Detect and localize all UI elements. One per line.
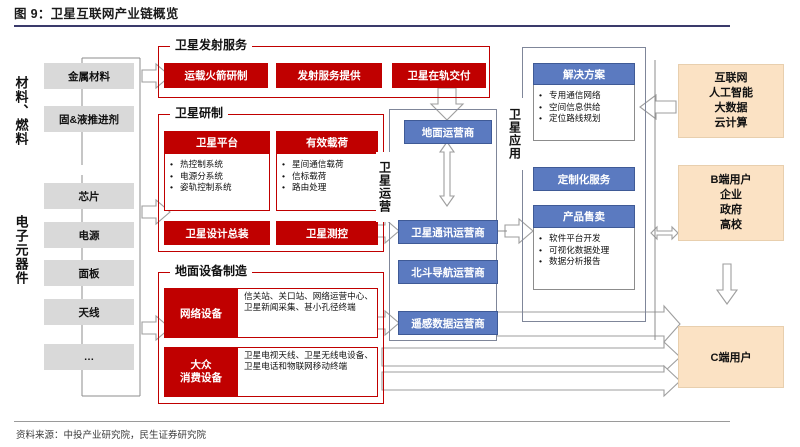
platform-bullet-1: 电源分系统 xyxy=(170,171,268,183)
solution-bullet-0: 专用通信网络 xyxy=(539,90,633,102)
c-side-line-0: C端用户 xyxy=(710,352,752,364)
application-solution-bullets: 专用通信网络 空间信息供给 定位路线规划 xyxy=(533,87,635,139)
application-product-sales-bullets: 软件平台开发 可视化数据处理 数据分析报告 xyxy=(533,230,635,288)
upstream-item-metal[interactable]: 金属材料 xyxy=(44,63,134,89)
payload-bullet-1: 信标载荷 xyxy=(282,171,376,183)
operations-vertical-label: 卫星运营 xyxy=(376,152,394,222)
sales-bullet-0: 软件平台开发 xyxy=(539,233,633,245)
launch-item-orbit-delivery[interactable]: 卫星在轨交付 xyxy=(392,63,486,88)
tech-line-2: 大数据 xyxy=(714,102,748,114)
manufacture-design-assembly[interactable]: 卫星设计总装 xyxy=(164,221,270,245)
manufacture-tt-and-c[interactable]: 卫星测控 xyxy=(276,221,378,245)
manufacture-payload-header[interactable]: 有效载荷 xyxy=(276,131,378,154)
upstream-item-chip[interactable]: 芯片 xyxy=(44,183,134,209)
footer-divider xyxy=(14,421,730,422)
solution-bullet-2: 定位路线规划 xyxy=(539,113,633,125)
b-side-line-3: 高校 xyxy=(720,219,742,231)
platform-bullet-2: 姿轨控制系统 xyxy=(170,182,268,194)
ground-consumer-name-line2: 消费设备 xyxy=(180,372,222,384)
application-vertical-label: 卫星应用 xyxy=(506,98,524,170)
upstream-item-antenna[interactable]: 天线 xyxy=(44,299,134,325)
manufacture-platform-bullets: 热控制系统 电源分系统 姿轨控制系统 xyxy=(164,156,270,210)
ground-network-desc: 信关站、关口站、网络运营中心、卫星新闻采集、甚小孔径终端 xyxy=(244,291,373,313)
upstream-item-power[interactable]: 电源 xyxy=(44,222,134,248)
b-side-line-0: B端用户 xyxy=(710,174,752,186)
application-custom-service[interactable]: 定制化服务 xyxy=(533,167,635,191)
upstream-label-materials: 材料、燃料 xyxy=(13,76,29,146)
launch-item-rocket-rd[interactable]: 运载火箭研制 xyxy=(164,63,268,88)
application-product-sales-header[interactable]: 产品售卖 xyxy=(533,205,635,228)
b-side-line-1: 企业 xyxy=(720,189,742,201)
payload-bullet-0: 星间通信载荷 xyxy=(282,159,376,171)
group-launch-services xyxy=(158,46,490,98)
tech-line-3: 云计算 xyxy=(714,117,748,129)
payload-bullet-2: 路由处理 xyxy=(282,182,376,194)
upstream-item-more[interactable]: … xyxy=(44,344,134,370)
source-note: 资料来源：中投产业研究院，民生证券研究院 xyxy=(16,430,207,441)
page-title: 图 9：卫星互联网产业链概览 xyxy=(14,6,786,22)
tech-line-1: 人工智能 xyxy=(709,87,753,99)
operations-beidou-operator[interactable]: 北斗导航运营商 xyxy=(398,260,498,284)
operations-remote-sensing-operator[interactable]: 遥感数据运营商 xyxy=(398,311,498,335)
application-solution-header[interactable]: 解决方案 xyxy=(533,63,635,85)
title-divider xyxy=(14,25,730,27)
operations-ground-operator[interactable]: 地面运营商 xyxy=(404,120,492,144)
launch-item-launch-service[interactable]: 发射服务提供 xyxy=(276,63,382,88)
group-launch-services-label: 卫星发射服务 xyxy=(170,39,253,52)
upstream-item-propellant[interactable]: 固&液推进剂 xyxy=(44,106,134,132)
figure-title: 图 9：卫星互联网产业链概览 xyxy=(14,7,179,21)
downstream-b-side-box[interactable]: B端用户 企业 政府 高校 xyxy=(678,165,784,241)
ground-consumer-name[interactable]: 大众 消费设备 xyxy=(164,347,238,397)
ground-network-name[interactable]: 网络设备 xyxy=(164,288,238,338)
tech-line-0: 互联网 xyxy=(714,72,748,84)
manufacture-platform-header[interactable]: 卫星平台 xyxy=(164,131,270,154)
manufacture-payload-bullets: 星间通信载荷 信标载荷 路由处理 xyxy=(276,156,378,210)
downstream-c-side-box[interactable]: C端用户 xyxy=(678,326,784,388)
upstream-item-panel[interactable]: 面板 xyxy=(44,260,134,286)
solution-bullet-1: 空间信息供给 xyxy=(539,102,633,114)
group-satellite-manufacture-label: 卫星研制 xyxy=(170,107,229,120)
downstream-tech-box[interactable]: 互联网 人工智能 大数据 云计算 xyxy=(678,64,784,138)
sales-bullet-2: 数据分析报告 xyxy=(539,256,633,268)
platform-bullet-0: 热控制系统 xyxy=(170,159,268,171)
group-satellite-application xyxy=(522,47,646,322)
sales-bullet-1: 可视化数据处理 xyxy=(539,245,633,257)
b-side-line-2: 政府 xyxy=(720,204,742,216)
group-ground-equipment-label: 地面设备制造 xyxy=(170,265,253,278)
upstream-label-components: 电子元器件 xyxy=(13,215,29,285)
operations-comm-operator[interactable]: 卫星通讯运营商 xyxy=(398,220,498,244)
ground-consumer-desc: 卫星电视天线、卫星无线电设备、卫星电话和物联网移动终端 xyxy=(244,350,373,372)
ground-consumer-name-line1: 大众 xyxy=(190,359,212,371)
group-ground-equipment xyxy=(158,272,384,404)
